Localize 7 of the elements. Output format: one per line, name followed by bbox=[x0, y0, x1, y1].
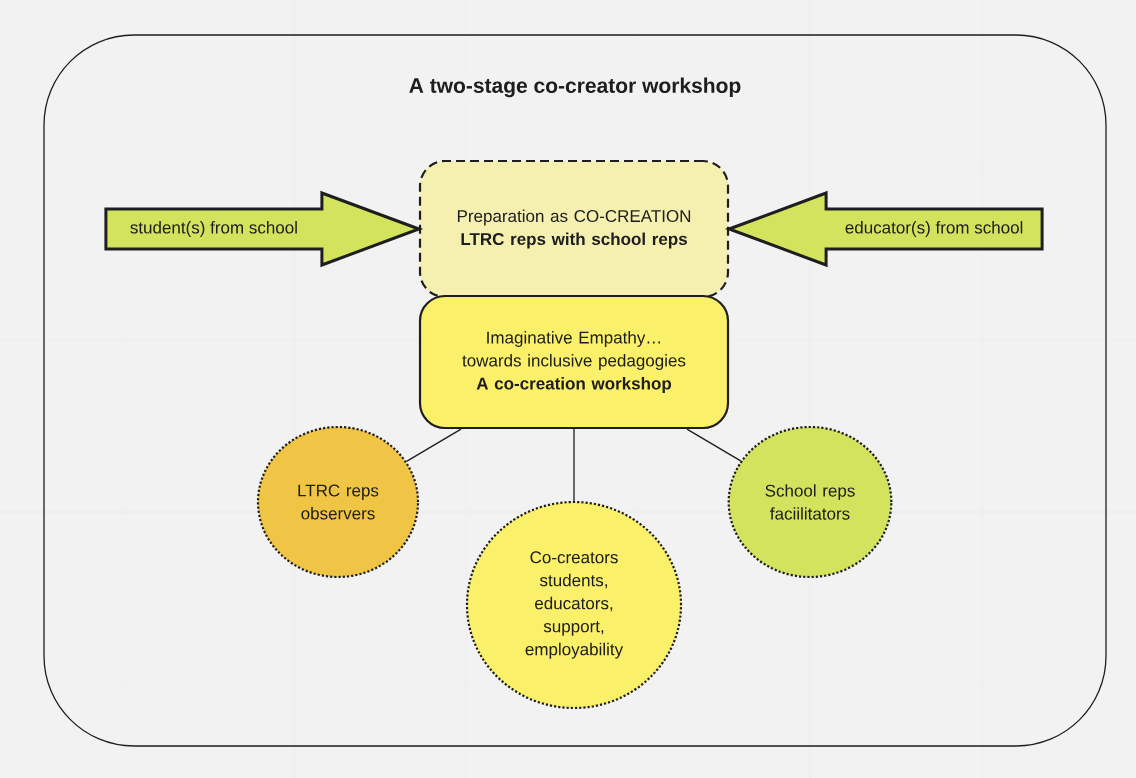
connector-line bbox=[573, 428, 575, 502]
connector-line bbox=[686, 428, 742, 462]
arrow-label: student(s) from school bbox=[130, 221, 297, 237]
preparation-box: Preparation as CO-CREATION LTRC reps with school reps bbox=[418, 159, 730, 299]
connector-line bbox=[405, 428, 462, 462]
workshop-box: Imaginative Empathy… towards inclusive pedagogies A co-creation workshop bbox=[418, 294, 730, 430]
arrow-label: educator(s) from school bbox=[845, 221, 1023, 237]
